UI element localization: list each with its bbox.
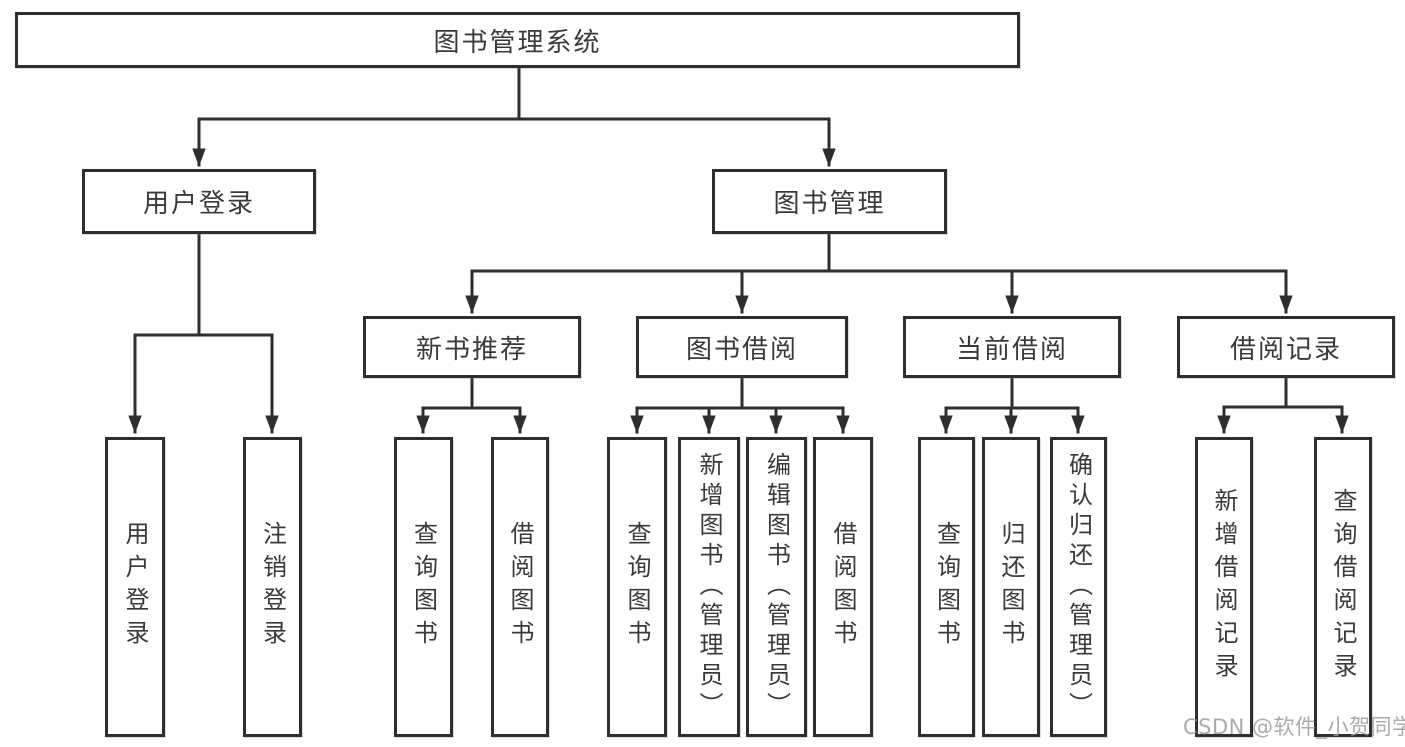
- leaf-logout-login: 注销登录: [243, 437, 302, 737]
- leaf-br-add-record: 新增借阅记录: [1195, 437, 1253, 737]
- leaf-cb-query-book: 查询图书: [918, 437, 975, 737]
- node-new-book-recommend: 新书推荐: [363, 316, 581, 378]
- csdn-watermark: CSDN @软件_小贺同学: [1183, 715, 1405, 739]
- node-current-borrow: 当前借阅: [903, 316, 1121, 378]
- node-root-system: 图书管理系统: [15, 12, 1020, 68]
- node-user-login: 用户登录: [82, 169, 316, 234]
- leaf-nbr-query-book: 查询图书: [394, 437, 453, 737]
- leaf-bb-edit-book-admin: 编辑图书（管理员）: [746, 437, 807, 737]
- node-book-borrow: 图书借阅: [636, 316, 848, 378]
- leaf-cb-confirm-return-admin: 确认归还（管理员）: [1050, 437, 1107, 737]
- leaf-user-login: 用户登录: [105, 437, 165, 737]
- node-book-management: 图书管理: [712, 169, 947, 234]
- leaf-bb-query-book: 查询图书: [607, 437, 667, 737]
- leaf-bb-borrow-book: 借阅图书: [813, 437, 873, 737]
- node-borrow-records: 借阅记录: [1177, 316, 1395, 378]
- leaf-cb-return-book: 归还图书: [982, 437, 1040, 737]
- leaf-br-query-record: 查询借阅记录: [1314, 437, 1372, 737]
- leaf-nbr-borrow-book: 借阅图书: [491, 437, 549, 737]
- leaf-bb-add-book-admin: 新增图书（管理员）: [678, 437, 740, 737]
